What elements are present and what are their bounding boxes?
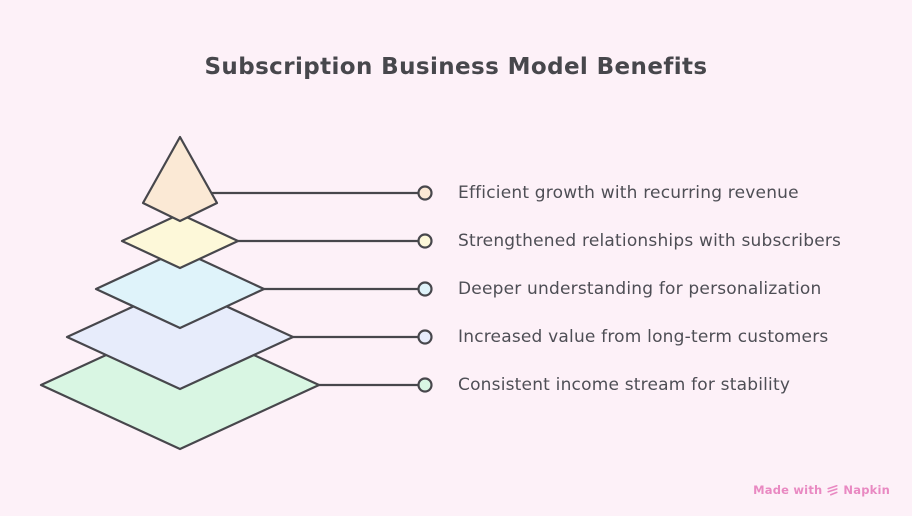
connector-dot-2	[417, 233, 433, 249]
level-label-2: Strengthened relationships with subscrib…	[458, 231, 842, 251]
watermark-brand-text: Napkin	[843, 483, 890, 497]
connector-dot-3	[417, 281, 433, 297]
level-label-3: Deeper understanding for personalization	[458, 279, 822, 299]
pyramid-level-2-shape	[120, 212, 240, 270]
connector-dot-1	[417, 185, 433, 201]
pyramid-level-4-shape	[65, 283, 295, 391]
diagram-title: Subscription Business Model Benefits	[204, 54, 708, 80]
connector-dot-4	[417, 329, 433, 345]
level-label-1: Efficient growth with recurring revenue	[458, 183, 799, 203]
pyramid-level-1-shape	[141, 135, 219, 223]
level-label-4: Increased value from long-term customers	[458, 327, 829, 347]
napkin-watermark: Made with Napkin	[753, 483, 890, 497]
napkin-logo-icon	[827, 484, 839, 496]
watermark-made-with-text: Made with	[753, 483, 823, 497]
pyramid-level-3-shape	[94, 248, 266, 330]
connector-dot-5	[417, 377, 433, 393]
level-label-5: Consistent income stream for stability	[458, 375, 791, 395]
